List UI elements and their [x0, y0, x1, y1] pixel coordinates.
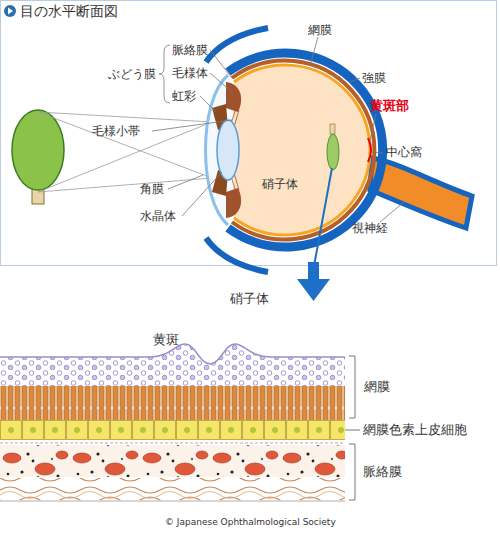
layer-label: 網膜色素上皮細胞: [363, 423, 467, 436]
part-label: 硝子体: [262, 178, 298, 190]
part-label: 中心窩: [386, 146, 422, 158]
part-label: 強膜: [362, 72, 386, 84]
layer-label: 硝子体: [230, 292, 269, 305]
part-label: 角膜: [140, 183, 164, 195]
part-label: 黄斑部: [370, 99, 409, 112]
part-label: 虹彩: [172, 90, 196, 102]
part-label: 毛様小帯: [92, 125, 140, 137]
part-label: 毛様体: [172, 67, 208, 79]
part-label: 脈絡膜: [172, 44, 208, 56]
part-label: 網膜: [308, 24, 332, 36]
layer-label: 網膜: [364, 380, 390, 393]
diagram-title: 目の水平断面図: [20, 4, 118, 18]
layer-label: 脈絡膜: [363, 465, 402, 478]
part-label: ぶどう膜: [108, 68, 156, 80]
part-label: 水晶体: [140, 210, 176, 222]
part-label: 視神経: [352, 222, 388, 234]
layer-label: 黄斑: [153, 333, 179, 346]
copyright-note: © Japanese Ophthalmological Society: [165, 518, 336, 527]
